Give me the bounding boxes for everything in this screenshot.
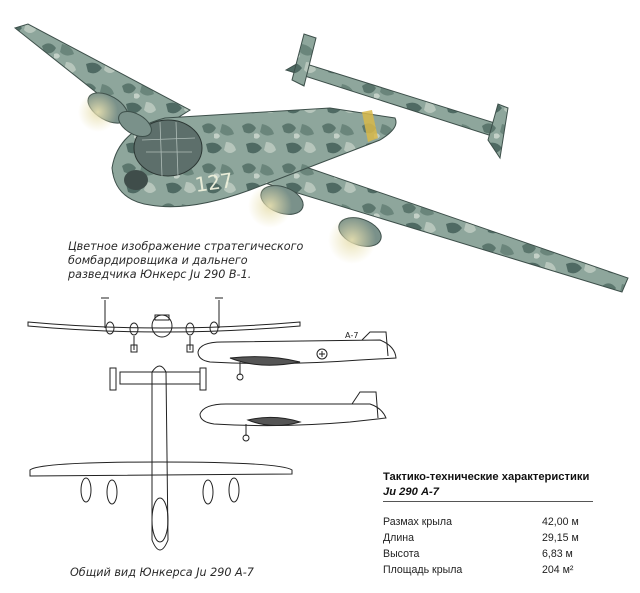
spec-label: Высота [383, 548, 420, 560]
propeller-disc [78, 92, 118, 132]
yellow-band [362, 110, 378, 142]
propeller-disc [328, 216, 376, 264]
side-view-drawing-upper: А-7 [197, 331, 397, 381]
left-fin [291, 33, 317, 87]
spec-label: Длина [383, 532, 415, 544]
specifications-title: Тактико-технические характеристики [383, 471, 590, 483]
front-view-drawing [27, 297, 301, 353]
spec-value: 6,83 м [542, 548, 573, 560]
right-wing [253, 164, 629, 293]
top-view-drawing [29, 365, 293, 551]
color-aircraft-painting: 127 [13, 23, 629, 293]
cockpit-glazing [133, 119, 203, 177]
color-illustration-caption: Цветное изображение стратегического бомб… [68, 240, 304, 281]
engine-nacelle [118, 111, 152, 137]
plane-number: 127 [193, 168, 234, 197]
specifications-model: Ju 290 А-7 [383, 486, 439, 498]
spec-label: Площадь крыла [383, 564, 463, 576]
specifications-panel: Тактико-технические характеристики Ju 29… [383, 470, 598, 576]
spec-value: 204 м² [542, 564, 574, 576]
divider [383, 501, 593, 502]
spec-value: 29,15 м [542, 532, 579, 544]
propeller-disc [248, 184, 292, 228]
line-drawing-caption: Общий вид Юнкерса Ju 290 А-7 [70, 566, 254, 579]
spec-value: 42,00 м [542, 516, 579, 528]
side-marking: А-7 [345, 331, 358, 340]
spec-label: Размах крыла [383, 516, 452, 528]
right-fin [487, 103, 509, 160]
side-view-drawing-lower [199, 391, 387, 442]
